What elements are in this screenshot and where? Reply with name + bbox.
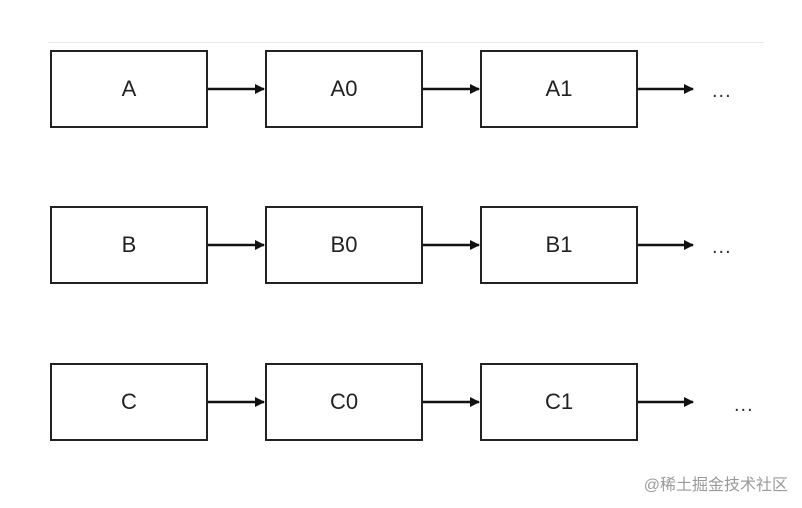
node-b1: B1 <box>480 206 638 284</box>
ellipsis-row-b: ... <box>712 236 732 258</box>
node-label: B1 <box>545 232 573 257</box>
node-label: B0 <box>330 232 358 257</box>
node-label: A0 <box>330 76 358 101</box>
node-label: C1 <box>544 389 574 414</box>
watermark: @稀土掘金技术社区 <box>643 477 788 494</box>
node-label: A1 <box>545 76 573 101</box>
node-a0: A0 <box>265 50 423 128</box>
ellipsis-row-a: ... <box>712 80 732 102</box>
node-b: B <box>50 206 208 284</box>
node-label: C <box>121 389 137 414</box>
node-label: C0 <box>329 389 359 414</box>
node-c: C <box>50 363 208 441</box>
ellipsis-row-c: ... <box>734 394 754 416</box>
node-c0: C0 <box>265 363 423 441</box>
node-b0: B0 <box>265 206 423 284</box>
node-c1: C1 <box>480 363 638 441</box>
node-a: A <box>50 50 208 128</box>
top-divider <box>48 42 764 43</box>
node-a1: A1 <box>480 50 638 128</box>
node-label: A <box>121 76 137 101</box>
node-label: B <box>121 232 137 257</box>
